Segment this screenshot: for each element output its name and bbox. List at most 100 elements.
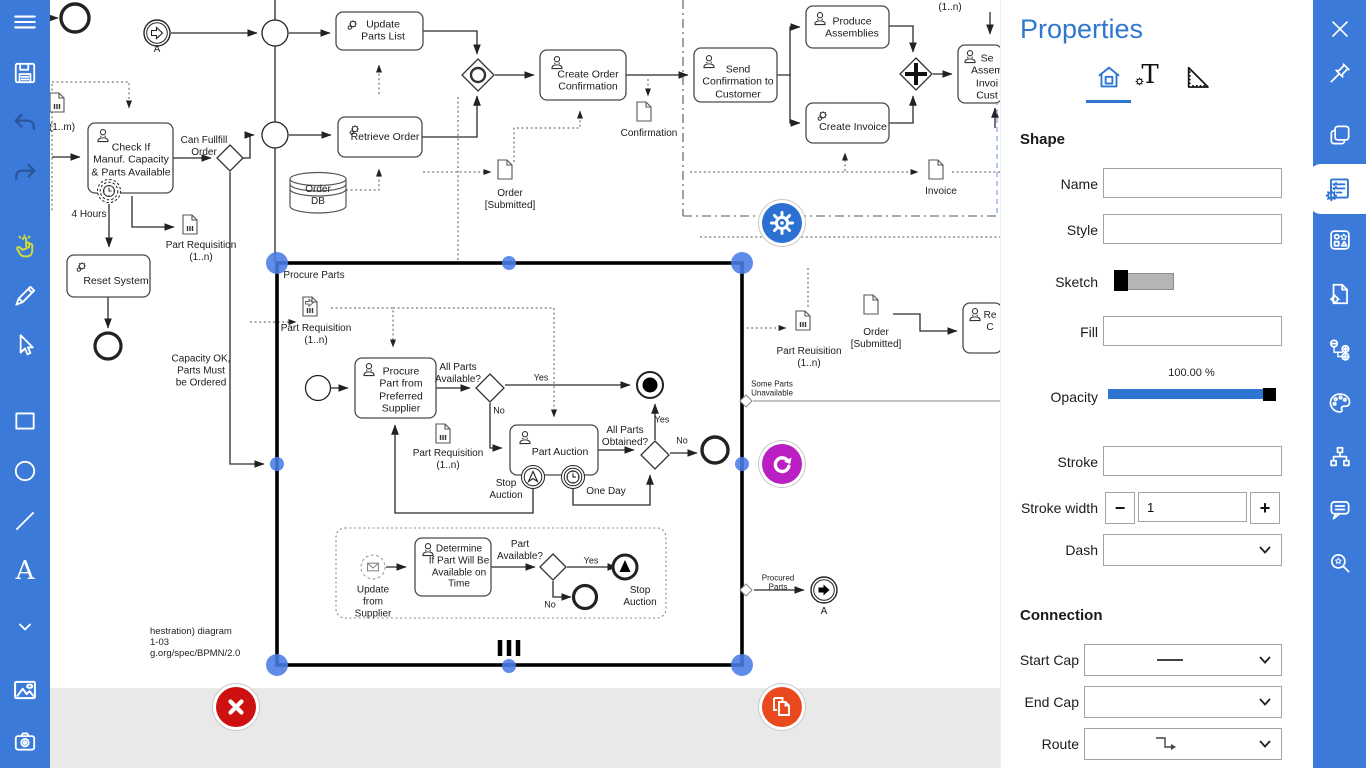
rectangle-tool-button[interactable]	[0, 399, 50, 443]
escalation-end-event[interactable]	[611, 553, 639, 581]
event-subprocess[interactable]	[335, 527, 667, 619]
dash-select[interactable]	[1103, 534, 1282, 566]
task-create-invoice[interactable]	[805, 102, 890, 144]
task-procure-part[interactable]	[354, 357, 437, 419]
context-replace-button[interactable]	[762, 444, 802, 484]
stroke-width-input[interactable]	[1138, 492, 1247, 522]
save-button[interactable]	[0, 51, 50, 95]
tab-text[interactable]: T	[1133, 58, 1167, 92]
opacity-slider[interactable]	[1108, 389, 1274, 399]
sidebar-item-search-shapes[interactable]	[1313, 540, 1366, 586]
pin-icon	[1329, 63, 1350, 83]
sidebar-item-duplicate[interactable]	[1313, 112, 1366, 158]
redo-button[interactable]	[0, 151, 50, 195]
shapes-icon	[1329, 230, 1350, 250]
close-panel-button[interactable]	[1313, 6, 1366, 52]
events	[59, 2, 838, 611]
pen-tool-button[interactable]	[0, 274, 50, 318]
task-determine[interactable]	[414, 537, 492, 597]
end-event-no[interactable]	[700, 435, 730, 465]
tasks	[66, 5, 1000, 354]
chevron-down-icon	[19, 623, 31, 631]
line-tool-button[interactable]	[0, 499, 50, 543]
tab-arrange[interactable]	[1181, 60, 1215, 94]
fill-input[interactable]	[1103, 316, 1282, 346]
sidebar-item-org-structure[interactable]	[1313, 434, 1366, 480]
start-event-procure[interactable]	[304, 374, 332, 402]
end-cap-label: End Cap	[1024, 694, 1079, 710]
style-input[interactable]	[1103, 214, 1282, 244]
undo-button[interactable]	[0, 101, 50, 145]
sidebar-item-shapes[interactable]	[1313, 217, 1366, 263]
screenshot-button[interactable]	[0, 719, 50, 763]
end-cap-select[interactable]	[1084, 686, 1282, 718]
stroke-input[interactable]	[1103, 446, 1282, 476]
stroke-width-increase-button[interactable]: +	[1250, 492, 1280, 524]
task-reset-system[interactable]	[66, 254, 151, 298]
task-create-order-confirmation[interactable]	[539, 49, 627, 101]
order-db-store[interactable]	[289, 171, 347, 214]
task-retrieve-order[interactable]	[337, 116, 423, 158]
start-cap-select[interactable]	[1084, 644, 1282, 676]
properties-list-icon	[1325, 178, 1349, 202]
close-x-icon	[228, 699, 244, 715]
timer-boundary-4hours[interactable]	[97, 179, 121, 203]
delete-button[interactable]	[216, 687, 256, 727]
tab-shape[interactable]	[1092, 60, 1126, 94]
ellipse-tool-button[interactable]	[0, 449, 50, 493]
selection-handles[interactable]	[266, 252, 753, 676]
task-part-auction[interactable]	[509, 424, 599, 476]
sidebar-item-comments[interactable]	[1313, 487, 1366, 533]
menu-button[interactable]	[0, 0, 50, 44]
link-event-a1[interactable]	[143, 19, 171, 47]
data-objects[interactable]	[49, 92, 944, 444]
gear-icon	[770, 211, 794, 235]
terminate-event[interactable]	[636, 371, 664, 399]
sketch-toggle-handle[interactable]	[1114, 270, 1128, 291]
end-event-top[interactable]	[59, 2, 91, 34]
task-update-parts-list[interactable]	[335, 11, 424, 51]
opacity-slider-handle[interactable]	[1263, 388, 1276, 401]
task-send-assembly-cut[interactable]	[957, 44, 1000, 104]
more-tools-button[interactable]	[0, 605, 50, 649]
end-event-no2[interactable]	[571, 583, 599, 611]
chevron-down-icon	[1259, 546, 1271, 554]
gateway-can-fulfill[interactable]	[216, 144, 244, 172]
task-send-confirmation[interactable]	[693, 47, 778, 103]
right-toolbar	[1309, 0, 1366, 768]
select-tool-button[interactable]	[0, 323, 50, 367]
diagram-canvas[interactable]	[0, 0, 1000, 688]
name-input[interactable]	[1103, 168, 1282, 198]
escalation-boundary[interactable]	[521, 465, 545, 489]
duplicate-selection-button[interactable]	[762, 687, 802, 727]
stroke-width-decrease-button[interactable]: −	[1105, 492, 1135, 524]
intermediate-event-1[interactable]	[261, 19, 289, 47]
line-cap-glyph	[1157, 659, 1183, 661]
task-receive-cut[interactable]	[962, 302, 1000, 354]
end-event-reset[interactable]	[93, 331, 123, 361]
sidebar-item-page-settings[interactable]	[1313, 271, 1366, 317]
gateway-inclusive[interactable]	[461, 58, 495, 92]
timer-boundary-one-day[interactable]	[561, 465, 585, 489]
context-settings-button[interactable]	[762, 203, 802, 243]
message-start-event[interactable]	[360, 554, 386, 580]
gateway-all-parts-available[interactable]	[475, 373, 505, 403]
intermediate-event-2[interactable]	[261, 121, 289, 149]
link-event-a2[interactable]	[810, 576, 838, 604]
search-icon	[1330, 554, 1350, 573]
sidebar-item-style-palette[interactable]	[1313, 380, 1366, 426]
task-produce-assemblies[interactable]	[805, 5, 890, 49]
task-check-manuf[interactable]	[87, 122, 174, 194]
gateway-part-available[interactable]	[539, 553, 567, 581]
pan-tool-button[interactable]	[0, 225, 50, 269]
gateway-all-parts-obtained[interactable]	[640, 440, 670, 470]
route-label: Route	[1041, 736, 1079, 752]
sketch-toggle[interactable]	[1122, 273, 1174, 290]
sidebar-item-merge[interactable]	[1313, 326, 1366, 372]
pin-panel-button[interactable]	[1313, 50, 1366, 96]
sidebar-item-properties[interactable]	[1309, 164, 1366, 214]
insert-image-button[interactable]	[0, 668, 50, 712]
chevron-down-icon	[1259, 656, 1271, 664]
route-select[interactable]	[1084, 728, 1282, 760]
text-tool-button[interactable]: A	[0, 549, 50, 593]
